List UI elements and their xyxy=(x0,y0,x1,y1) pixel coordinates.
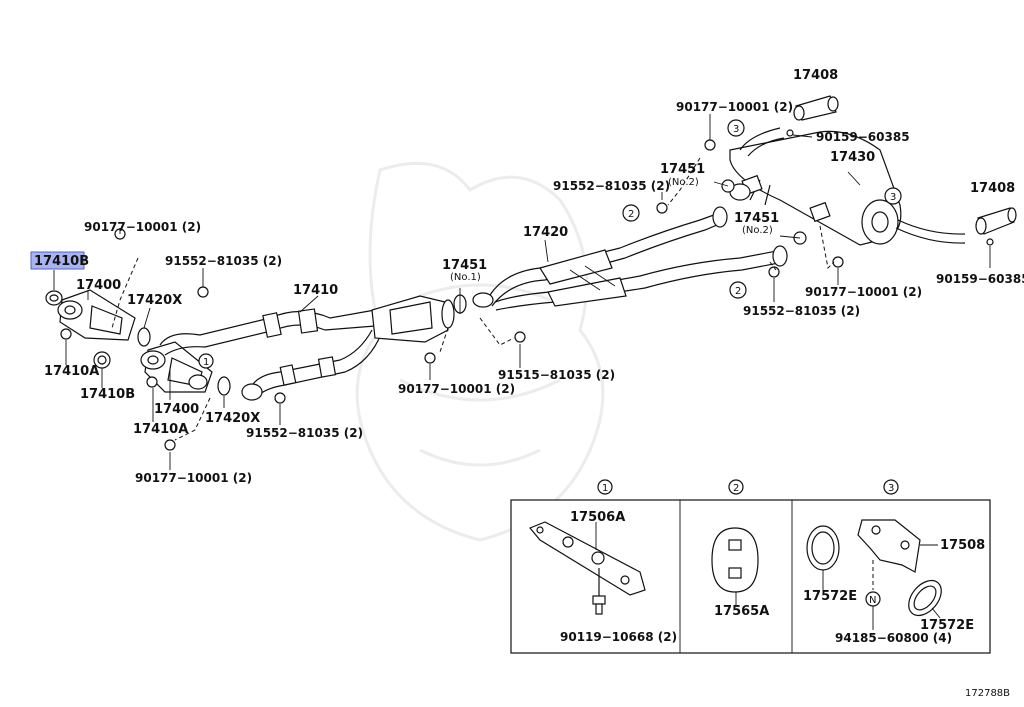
panel-3-marker: 3 xyxy=(888,483,894,494)
marker-2-upper[interactable]: 2 xyxy=(628,209,634,220)
label-17572E-left[interactable]: 17572E xyxy=(803,589,857,604)
nut-symbol: N xyxy=(869,595,876,606)
inset-detail-panels: 1 2 3 17506A 90119−10668 (2) 17565A xyxy=(510,479,991,654)
label-90159-lower[interactable]: 90159−60385 xyxy=(936,272,1024,286)
panel-2-marker: 2 xyxy=(733,483,739,494)
tail-tip-lower-17408[interactable] xyxy=(975,207,1017,235)
selected-part-highlight xyxy=(30,251,85,270)
tail-tip-upper-17408[interactable] xyxy=(793,95,839,121)
panel-1-marker: 1 xyxy=(602,483,608,494)
label-17410[interactable]: 17410 xyxy=(293,283,338,298)
label-90177-bottom[interactable]: 90177−10001 (2) xyxy=(135,471,252,485)
reference-markers: 1 2 2 3 3 xyxy=(198,124,896,369)
diagram-id: 172788B xyxy=(965,688,1010,699)
label-17408-lower[interactable]: 17408 xyxy=(970,181,1015,196)
label-17565A[interactable]: 17565A xyxy=(714,604,769,619)
label-17451-no2-upper[interactable]: 17451 xyxy=(660,162,705,177)
tail-pipe-muffler-17430[interactable] xyxy=(704,119,994,268)
label-90177-center[interactable]: 90177−10001 (2) xyxy=(398,382,515,396)
front-left-converter-17400[interactable] xyxy=(57,289,136,341)
label-17410B-lower[interactable]: 17410B xyxy=(80,387,135,402)
label-17451-no2-lower[interactable]: 17451 xyxy=(734,211,779,226)
label-17400-lower[interactable]: 17400 xyxy=(154,402,199,417)
label-17400-upper[interactable]: 17400 xyxy=(76,278,121,293)
label-90177-top[interactable]: 90177−10001 (2) xyxy=(676,100,793,114)
label-17420X-lower[interactable]: 17420X xyxy=(205,411,260,426)
label-17430[interactable]: 17430 xyxy=(830,150,875,165)
label-17451-no1-sub: (No.1) xyxy=(450,272,481,283)
gasket-17572E-left[interactable] xyxy=(806,525,840,571)
label-17410B-highlighted[interactable]: 17410B xyxy=(34,254,89,269)
label-17451-no1[interactable]: 17451 xyxy=(442,258,487,273)
label-17420[interactable]: 17420 xyxy=(523,225,568,240)
marker-1-main[interactable]: 1 xyxy=(203,357,209,368)
label-17408-upper[interactable]: 17408 xyxy=(793,68,838,83)
label-17420X-upper[interactable]: 17420X xyxy=(127,293,182,308)
marker-2-lower[interactable]: 2 xyxy=(735,286,741,297)
label-91552-right[interactable]: 91552−81035 (2) xyxy=(743,304,860,318)
label-91552-mid[interactable]: 91552−81035 (2) xyxy=(246,426,363,440)
label-17451-no2-lower-sub: (No.2) xyxy=(742,225,773,236)
marker-3-upper[interactable]: 3 xyxy=(733,124,739,135)
label-91552-left[interactable]: 91552−81035 (2) xyxy=(165,254,282,268)
support-bracket-17508[interactable] xyxy=(857,519,921,573)
watermark-emblem xyxy=(355,161,605,542)
label-17506A[interactable]: 17506A xyxy=(570,510,625,525)
nut-94185[interactable]: N xyxy=(865,591,881,607)
label-17508[interactable]: 17508 xyxy=(940,538,985,553)
leader-lines xyxy=(53,114,991,470)
bracket-17506A[interactable] xyxy=(529,521,646,596)
center-exhaust-pipe-17420[interactable] xyxy=(424,202,788,364)
label-90177-left[interactable]: 90177−10001 (2) xyxy=(84,220,201,234)
dashed-guides xyxy=(111,157,835,441)
label-17410A-left[interactable]: 17410A xyxy=(44,364,99,379)
bolt-90119[interactable] xyxy=(592,568,606,615)
part-callouts: 17408 90177−10001 (2) 90159−60385 17430 … xyxy=(34,68,1024,485)
label-90177-right[interactable]: 90177−10001 (2) xyxy=(805,285,922,299)
label-91552-top[interactable]: 91552−81035 (2) xyxy=(553,179,670,193)
label-90119[interactable]: 90119−10668 (2) xyxy=(560,630,677,644)
label-94185[interactable]: 94185−60800 (4) xyxy=(835,631,952,645)
label-17572E-right[interactable]: 17572E xyxy=(920,618,974,633)
label-17410A-lower[interactable]: 17410A xyxy=(133,422,188,437)
front-exhaust-pipe-17410[interactable] xyxy=(159,295,455,401)
marker-3-lower[interactable]: 3 xyxy=(890,192,896,203)
label-91515[interactable]: 91515−81035 (2) xyxy=(498,368,615,382)
label-17451-no2-upper-sub: (No.2) xyxy=(668,177,699,188)
rubber-hanger-17565A[interactable] xyxy=(711,527,759,593)
gasket-17572E-right[interactable] xyxy=(902,574,948,621)
front-right-converter-17400[interactable] xyxy=(140,341,213,393)
label-90159-upper[interactable]: 90159−60385 xyxy=(816,130,910,144)
